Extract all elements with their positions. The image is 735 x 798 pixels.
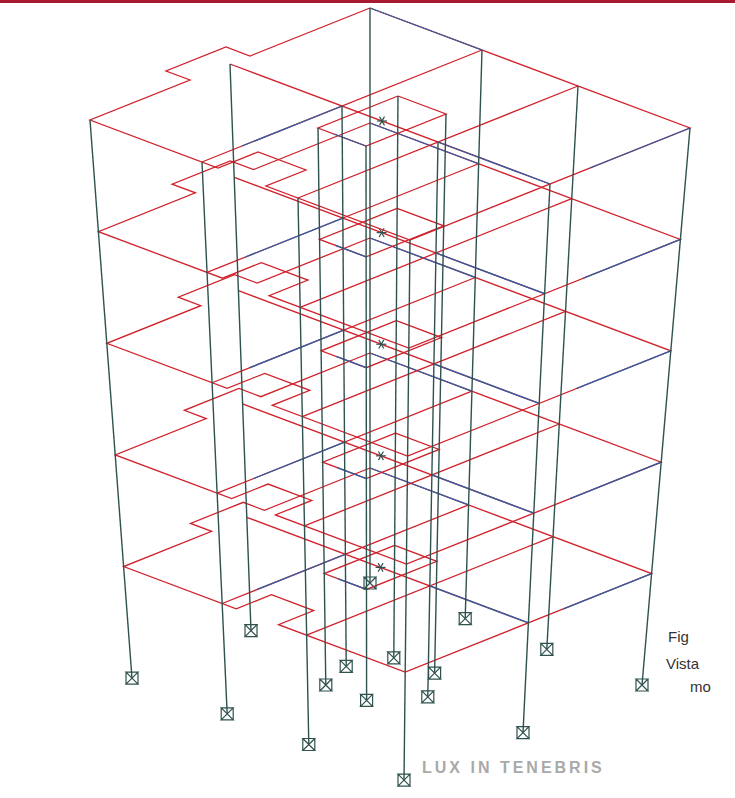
floor-plate: [124, 468, 652, 672]
support-symbol: [388, 652, 400, 664]
column: [298, 198, 309, 745]
top-bar: [0, 0, 735, 3]
support-symbol: [541, 643, 553, 655]
floor-plate: [115, 353, 661, 564]
floor-plate: [107, 238, 671, 456]
column: [547, 86, 578, 649]
watermark: LUX IN TENEBRIS: [420, 758, 607, 777]
support-symbol: [303, 739, 315, 751]
column: [342, 106, 346, 666]
caption-fragment: Fig: [666, 628, 691, 646]
column: [642, 128, 690, 685]
diaphragm-center: [376, 563, 386, 572]
support-symbol: [340, 660, 352, 672]
diaphragm-center: [377, 117, 387, 126]
diaphragm-center: [376, 451, 386, 460]
floor-plates: [90, 8, 690, 672]
column: [394, 96, 398, 658]
caption-fragment: Vista: [664, 655, 701, 673]
support-symbol: [429, 667, 441, 679]
column: [318, 128, 326, 685]
column: [465, 50, 482, 619]
support-symbol: [636, 679, 648, 691]
columns: [90, 8, 690, 786]
support-symbol: [517, 727, 529, 739]
column: [365, 146, 367, 700]
column: [369, 8, 370, 583]
column: [404, 240, 410, 780]
floor-plate: [98, 123, 680, 348]
support-symbol: [422, 691, 434, 703]
support-symbol: [221, 708, 233, 720]
diaphragm-center: [376, 340, 386, 349]
column: [435, 114, 446, 673]
support-symbol: [398, 774, 410, 786]
column: [523, 184, 550, 733]
support-symbol: [245, 625, 257, 637]
support-symbol: [126, 672, 138, 684]
column: [202, 162, 227, 714]
support-symbol: [361, 694, 373, 706]
support-symbol: [320, 679, 332, 691]
support-symbol: [459, 613, 471, 625]
floor-plate: [90, 8, 690, 240]
caption-fragment: mo: [688, 678, 713, 696]
column: [230, 64, 251, 631]
column: [90, 120, 132, 678]
